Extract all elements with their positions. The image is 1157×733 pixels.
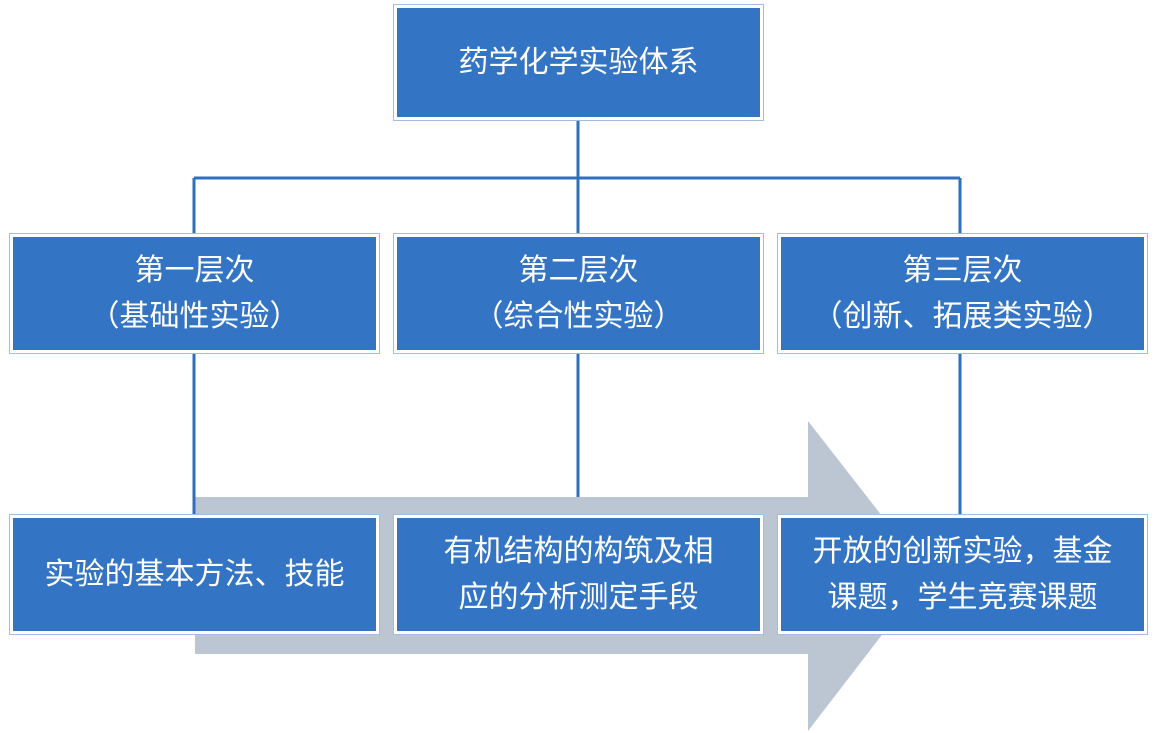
level-node-2: 第二层次 （综合性实验） (393, 233, 764, 354)
root-label: 药学化学实验体系 (458, 44, 699, 80)
level-subtitle: （基础性实验） (89, 298, 300, 334)
level-title: 第一层次 (134, 252, 255, 288)
content-line: 有机结构的构筑及相 (443, 533, 714, 569)
level-node-3: 第三层次 （创新、拓展类实验） (777, 233, 1148, 354)
connector-lines (192, 120, 962, 515)
content-node-1: 实验的基本方法、技能 (9, 514, 380, 635)
level-title: 第三层次 (902, 252, 1023, 288)
content-line: 实验的基本方法、技能 (44, 556, 345, 592)
level-node-1: 第一层次 （基础性实验） (9, 233, 380, 354)
level-subtitle: （综合性实验） (473, 298, 684, 334)
level-subtitle: （创新、拓展类实验） (812, 298, 1113, 334)
content-line: 课题，学生竞赛课题 (827, 579, 1098, 615)
content-line: 应的分析测定手段 (458, 579, 699, 615)
content-node-2: 有机结构的构筑及相 应的分析测定手段 (393, 514, 764, 635)
content-node-3: 开放的创新实验，基金 课题，学生竞赛课题 (777, 514, 1148, 635)
root-node: 药学化学实验体系 (393, 4, 764, 121)
content-line: 开放的创新实验，基金 (812, 533, 1113, 569)
level-title: 第二层次 (518, 252, 639, 288)
